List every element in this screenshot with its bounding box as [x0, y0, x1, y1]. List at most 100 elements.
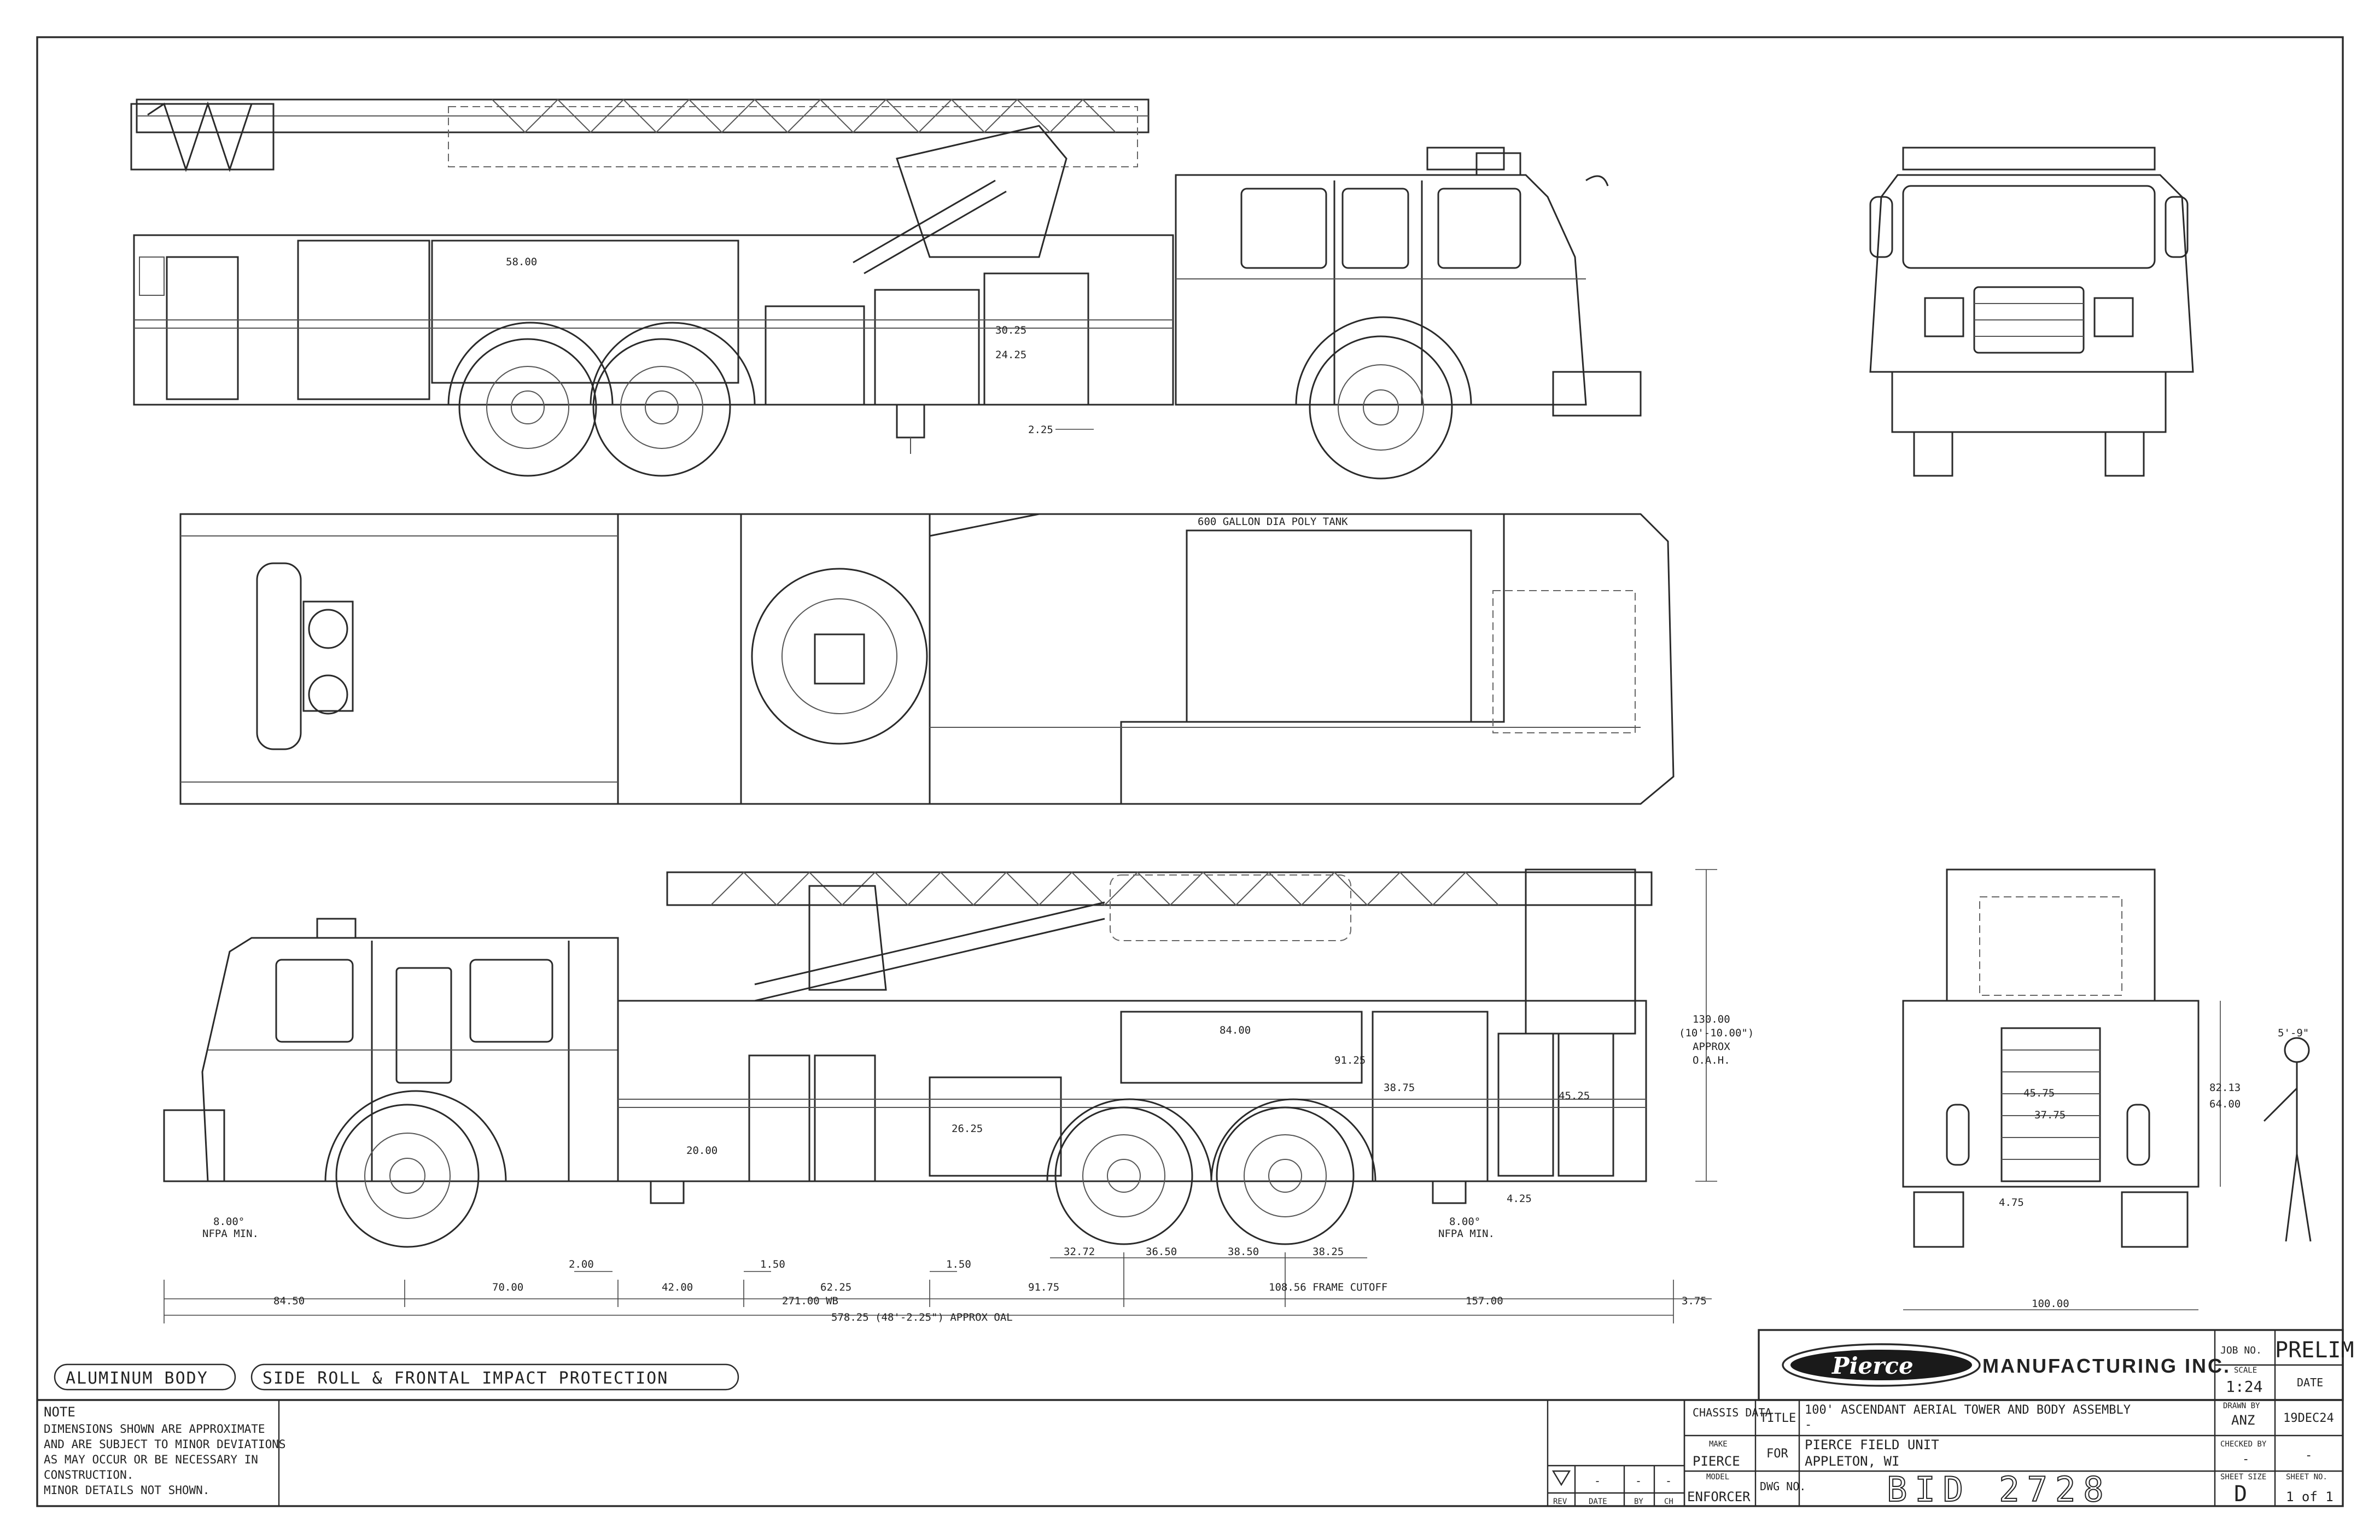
dim-comp-4525: 45.25 — [1559, 1090, 1590, 1102]
sheet-no: 1 of 1 — [2286, 1489, 2334, 1504]
title-label: TITLE — [1760, 1411, 1796, 1425]
job-no: PRELIM — [2275, 1338, 2354, 1363]
dim-overall: 578.25 (48'-2.25") APPROX OAL — [831, 1311, 1013, 1323]
plan-view: 600 GALLON DIA POLY TANK — [179, 513, 1675, 805]
rev-row-date: - — [1594, 1474, 1601, 1488]
model-label: MODEL — [1706, 1473, 1729, 1481]
drawing-title: 100' ASCENDANT AERIAL TOWER AND BODY ASS… — [1805, 1403, 2131, 1417]
dim-rear-h2: 64.00 — [2209, 1098, 2241, 1110]
dim-rear-h1: 82.13 — [2209, 1082, 2241, 1094]
dim-front-oh: 84.50 — [273, 1295, 305, 1307]
dim-comp-425: 4.25 — [1507, 1193, 1532, 1205]
chassis-label: CHASSIS DATA — [1693, 1406, 1772, 1419]
nfpa-front-angle: 8.00° — [213, 1216, 244, 1228]
dim-comp-3875: 38.75 — [1384, 1082, 1415, 1094]
side-view-top: 2.25 58.00 30.25 24.25 — [130, 98, 1642, 480]
dim-height-note2: O.A.H. — [1693, 1054, 1730, 1066]
body-tag: ALUMINUM BODY — [54, 1363, 236, 1391]
protection-tag: SIDE ROLL & FRONTAL IMPACT PROTECTION — [250, 1363, 739, 1391]
nfpa-rear-angle: 8.00° — [1449, 1216, 1480, 1228]
drawn-by-label: DRAWN BY — [2223, 1402, 2260, 1410]
dim-comp-8400: 84.00 — [1220, 1024, 1251, 1036]
label-tank: 600 GALLON DIA POLY TANK — [1198, 516, 1348, 528]
scale-value: 1:24 — [2226, 1378, 2262, 1396]
dim-3650: 36.50 — [1146, 1246, 1177, 1258]
scale-label: SCALE — [2234, 1366, 2257, 1375]
dim-comp-2000: 20.00 — [686, 1145, 718, 1157]
sheet-no-label: SHEET NO. — [2286, 1473, 2328, 1481]
drawing-title-sub: - — [1805, 1418, 1812, 1432]
dim-top-5800: 58.00 — [506, 256, 537, 268]
rev-head-ch: CH — [1664, 1497, 1673, 1506]
dim-3272: 32.72 — [1064, 1246, 1095, 1258]
dim-comp-9125: 91.25 — [1334, 1054, 1366, 1066]
side-view-bottom: 84.00 91.25 20.00 38.75 26.25 45.25 4.25… — [163, 868, 1754, 1323]
job-no-label: JOB NO. — [2220, 1345, 2262, 1356]
checked-by-label: CHECKED BY — [2220, 1440, 2267, 1449]
dim-comp-4575: 45.75 — [2023, 1087, 2055, 1099]
dwg-no: BID 2728 — [1887, 1469, 2111, 1509]
dim-70: 70.00 — [492, 1281, 523, 1293]
dim-3850: 38.50 — [1228, 1246, 1259, 1258]
make-label: MAKE — [1709, 1440, 1728, 1449]
note-line-4: CONSTRUCTION. — [44, 1468, 133, 1481]
note-line-1: DIMENSIONS SHOWN ARE APPROXIMATE — [44, 1422, 265, 1436]
front-view — [1869, 147, 2194, 477]
dim-frame-cutoff: 108.56 FRAME CUTOFF — [1269, 1281, 1387, 1293]
rev-head-date: DATE — [1589, 1497, 1607, 1506]
checked-by: - — [2242, 1452, 2249, 1466]
scale-person — [2263, 1037, 2312, 1242]
rear-view: 100.00 82.13 64.00 4.75 45.75 37.75 5'-9… — [1902, 868, 2312, 1310]
nfpa-front-label: NFPA MIN. — [202, 1228, 259, 1240]
dim-200: 2.00 — [569, 1258, 594, 1270]
dim-person: 5'-9" — [2278, 1027, 2309, 1039]
make-value: PIERCE — [1693, 1454, 1740, 1469]
drawn-by: ANZ — [2231, 1413, 2255, 1428]
rev-head-rev: REV — [1553, 1497, 1567, 1506]
dim-comp-2625: 26.25 — [952, 1123, 983, 1135]
dim-150b: 1.50 — [946, 1258, 971, 1270]
dim-rear-475: 4.75 — [1999, 1197, 2024, 1209]
sheet-size-label: SHEET SIZE — [2220, 1473, 2266, 1481]
for-line2: APPLETON, WI — [1805, 1454, 1899, 1469]
pierce-logo-text: Pierce — [1831, 1352, 1914, 1379]
rev-row-by: - — [1635, 1474, 1642, 1488]
for-label: FOR — [1766, 1447, 1788, 1461]
dim-42: 42.00 — [662, 1281, 693, 1293]
company-name: MANUFACTURING INC. — [1982, 1355, 2231, 1377]
date-label: DATE — [2297, 1376, 2323, 1389]
dim-height-note1: APPROX — [1693, 1041, 1730, 1053]
dwg-label: DWG NO. — [1760, 1480, 1806, 1493]
dim-height: 130.00 — [1693, 1013, 1730, 1025]
rev-head-by: BY — [1634, 1497, 1643, 1506]
note-line-5: MINOR DETAILS NOT SHOWN. — [44, 1484, 209, 1497]
note-title: NOTE — [44, 1404, 75, 1420]
dim-top-2425: 24.25 — [995, 349, 1026, 361]
note-line-2: AND ARE SUBJECT TO MINOR DEVIATIONS — [44, 1438, 286, 1451]
for-line1: PIERCE FIELD UNIT — [1805, 1437, 1939, 1452]
dim-rear-oh: 157.00 — [1466, 1295, 1503, 1307]
nfpa-rear-label: NFPA MIN. — [1438, 1228, 1495, 1240]
date-value: 19DEC24 — [2283, 1411, 2334, 1425]
dim-wb: 271.00 WB — [782, 1295, 838, 1307]
checked-blank: - — [2305, 1449, 2312, 1462]
dim-150a: 1.50 — [760, 1258, 785, 1270]
dim-9175: 91.75 — [1028, 1281, 1059, 1293]
note-line-3: AS MAY OCCUR OR BE NECESSARY IN — [44, 1453, 258, 1466]
dim-6225: 62.25 — [820, 1281, 851, 1293]
dim-top-3025: 30.25 — [995, 324, 1026, 336]
dim-height-ft: (10'-10.00") — [1679, 1027, 1754, 1039]
rev-row-ch: - — [1665, 1474, 1672, 1488]
sheet-border — [36, 36, 2344, 1507]
dim-top-225: 2.25 — [1028, 424, 1053, 436]
svg-text:ALUMINUM BODY: ALUMINUM BODY — [66, 1369, 208, 1388]
dim-comp-3775: 37.75 — [2034, 1109, 2066, 1121]
sheet-size: D — [2234, 1481, 2247, 1507]
title-block: Pierce MANUFACTURING INC. JOB NO. PRELIM… — [37, 1329, 2354, 1510]
svg-text:SIDE ROLL & FRONTAL IMPACT PRO: SIDE ROLL & FRONTAL IMPACT PROTECTION — [262, 1369, 668, 1388]
dim-375: 3.75 — [1682, 1295, 1707, 1307]
dim-3825: 38.25 — [1312, 1246, 1344, 1258]
dim-rear-width: 100.00 — [2032, 1298, 2069, 1310]
model-value: ENFORCER — [1687, 1489, 1751, 1504]
